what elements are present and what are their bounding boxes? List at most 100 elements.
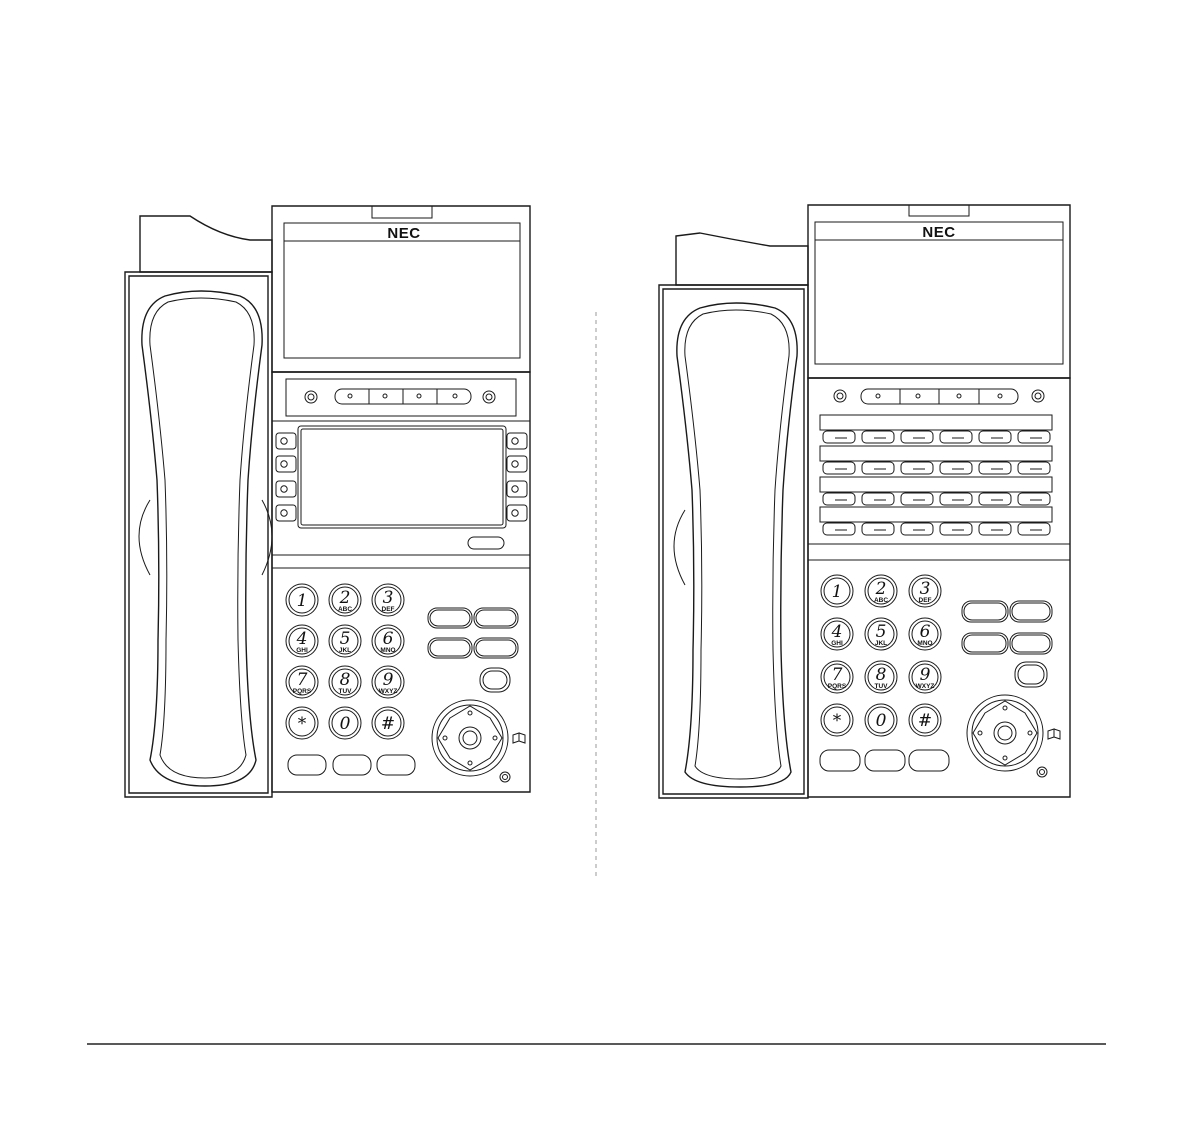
brand-logo-right: NEC [922,224,955,241]
handset[interactable] [142,291,262,786]
key-letters: MNO [380,647,395,654]
line-key[interactable] [823,493,855,505]
side-key[interactable] [276,481,296,497]
key-letters: DEF [919,597,932,604]
line-key[interactable] [862,431,894,443]
left-key-pound[interactable]: # [372,707,404,739]
right-key-0[interactable]: 0 [865,704,897,736]
key-digit: # [381,714,395,734]
key-digit: 5 [876,622,887,642]
key-letters: PQRS [828,683,847,690]
side-key[interactable] [507,456,527,472]
key-letters: JKL [875,640,887,647]
right-key-pound[interactable]: # [909,704,941,736]
line-key[interactable] [940,431,972,443]
side-key[interactable] [276,433,296,449]
key-letters: JKL [339,647,351,654]
key-letters: WXYZ [379,688,398,695]
line-key[interactable] [901,493,933,505]
key-letters: PQRS [293,688,312,695]
key-letters: TUV [339,688,353,695]
display-screen [298,426,506,528]
side-key[interactable] [276,456,296,472]
key-letters: WXYZ [916,683,935,690]
handset-right[interactable] [677,303,797,787]
right-key-1[interactable]: 1 [821,575,853,607]
line-key[interactable] [823,462,855,474]
key-digit: 1 [297,591,308,611]
line-key[interactable] [823,431,855,443]
key-digit: 2 [339,588,351,608]
line-key[interactable] [979,431,1011,443]
key-letters: ABC [874,597,888,604]
navigation-cursor-right[interactable] [967,695,1043,771]
key-digit: 6 [920,622,931,642]
line-key[interactable] [1018,462,1050,474]
key-digit: 8 [340,670,351,690]
line-key[interactable] [1018,431,1050,443]
key-letters: ABC [338,606,352,613]
key-digit: * [298,714,307,734]
key-letters: TUV [875,683,889,690]
key-letters: GHI [831,640,843,647]
line-key[interactable] [1018,523,1050,535]
key-letters: GHI [296,647,308,654]
key-digit: 9 [920,665,931,685]
line-key[interactable] [823,523,855,535]
key-digit: 7 [832,665,843,685]
line-key[interactable] [979,523,1011,535]
line-key[interactable] [1018,493,1050,505]
left-key-star[interactable]: * [286,707,318,739]
side-key[interactable] [276,505,296,521]
brand-logo: NEC [387,225,420,242]
key-digit: 8 [876,665,887,685]
key-letters: DEF [382,606,395,613]
line-key[interactable] [862,523,894,535]
line-key[interactable] [901,431,933,443]
key-digit: 3 [383,588,394,608]
line-key[interactable] [862,462,894,474]
key-digit: 2 [875,579,887,599]
key-digit: 3 [920,579,931,599]
line-key[interactable] [940,523,972,535]
key-digit: 1 [832,582,843,602]
line-key[interactable] [979,462,1011,474]
side-key[interactable] [507,505,527,521]
key-digit: 5 [340,629,351,649]
key-digit: 0 [876,711,887,731]
key-digit: 4 [831,622,843,642]
right-key-star[interactable]: * [821,704,853,736]
navigation-cursor[interactable] [432,700,508,776]
line-key[interactable] [940,462,972,474]
left-key-0[interactable]: 0 [329,707,361,739]
line-key[interactable] [979,493,1011,505]
side-key[interactable] [507,481,527,497]
line-key[interactable] [901,462,933,474]
line-key[interactable] [901,523,933,535]
key-digit: 4 [296,629,308,649]
key-digit: 6 [383,629,394,649]
side-key[interactable] [507,433,527,449]
line-key[interactable] [940,493,972,505]
line-key[interactable] [862,493,894,505]
left-key-1[interactable]: 1 [286,584,318,616]
key-digit: 0 [340,714,351,734]
